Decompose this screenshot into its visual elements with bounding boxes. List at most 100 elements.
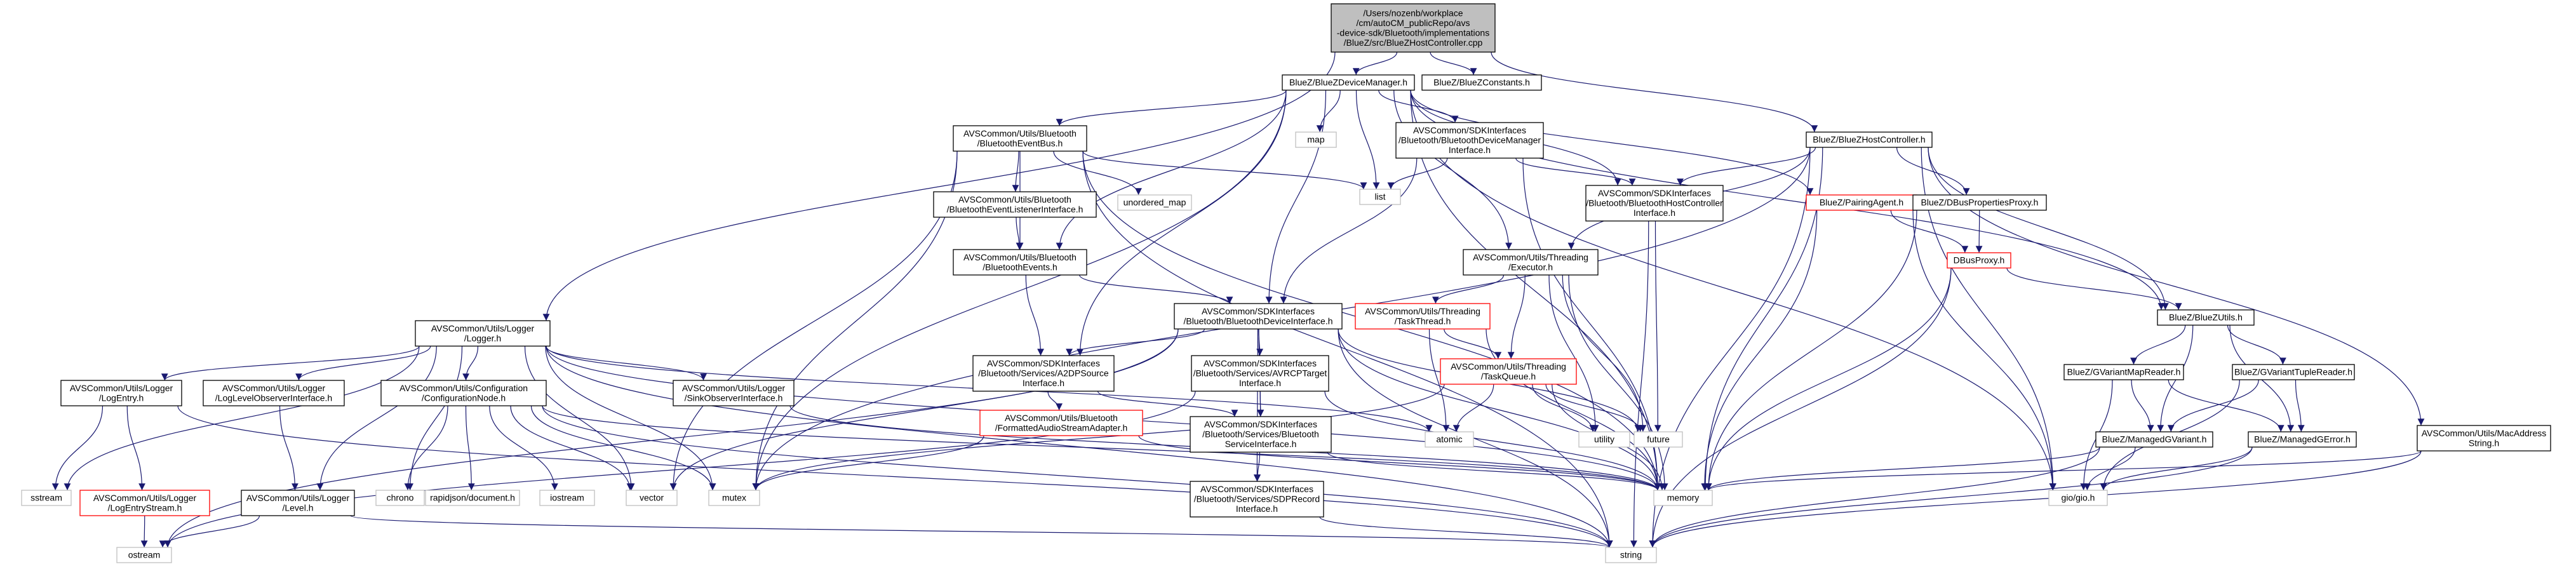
node-sdkbthostctrl[interactable]: AVSCommon/SDKInterfaces/Bluetooth/Blueto…: [1585, 185, 1724, 222]
node-label: /Bluetooth/Services/A2DPSource: [978, 368, 1109, 378]
node-dbuspropsproxy[interactable]: BlueZ/DBusPropertiesProxy.h: [1912, 194, 2047, 211]
node-fmtaudio[interactable]: AVSCommon/Utils/Bluetooth/FormattedAudio…: [979, 410, 1143, 436]
edge-sdkbtdevice-to-sdprecord: [1253, 328, 1261, 482]
node-label: /Bluetooth/BluetoothHostController: [1586, 198, 1723, 208]
node-label: AVSCommon/Utils/Bluetooth: [963, 128, 1077, 138]
edge-logger-to-sinkobs: [545, 345, 707, 381]
node-label: /ConfigurationNode.h: [422, 392, 506, 403]
node-root[interactable]: /Users/nozenb/workplace/cm/autoCM_public…: [1331, 3, 1496, 53]
edge-fmtaudio-to-mutex: [752, 435, 984, 491]
node-btsvc[interactable]: AVSCommon/SDKInterfaces/Bluetooth/Servic…: [1190, 416, 1332, 453]
node-chrono[interactable]: chrono: [375, 490, 425, 506]
node-map[interactable]: map: [1295, 131, 1337, 148]
node-btevtbus[interactable]: AVSCommon/Utils/Bluetooth/BluetoothEvent…: [953, 125, 1087, 152]
node-dbusproxy[interactable]: DBusProxy.h: [1947, 252, 2011, 269]
node-atomic[interactable]: atomic: [1425, 431, 1474, 448]
edge-root-to-bluezconstants: [1430, 51, 1477, 76]
node-btevtlistener[interactable]: AVSCommon/Utils/Bluetooth/BluetoothEvent…: [933, 191, 1097, 218]
node-label: chrono: [387, 493, 414, 503]
node-vector[interactable]: vector: [626, 490, 678, 506]
node-bluezconstants[interactable]: BlueZ/BlueZConstants.h: [1421, 74, 1542, 91]
node-future[interactable]: future: [1633, 431, 1683, 448]
node-label: AVSCommon/SDKInterfaces: [1204, 419, 1317, 429]
edge-macaddress-to-memory: [1705, 450, 2422, 491]
node-executor[interactable]: AVSCommon/Utils/Threading/Executor.h: [1463, 249, 1599, 276]
node-sdkbtdevmgr[interactable]: AVSCommon/SDKInterfaces/Bluetooth/Blueto…: [1395, 122, 1544, 159]
node-string[interactable]: string: [1605, 547, 1657, 563]
node-gvarianttuplereader[interactable]: BlueZ/GVariantTupleReader.h: [2232, 364, 2355, 380]
node-giogio[interactable]: gio/gio.h: [2048, 490, 2108, 506]
node-sinkobs[interactable]: AVSCommon/Utils/Logger/SinkObserverInter…: [673, 380, 795, 406]
node-btevents[interactable]: AVSCommon/Utils/Bluetooth/BluetoothEvent…: [953, 249, 1087, 276]
node-ostream[interactable]: ostream: [116, 547, 172, 563]
node-mutex[interactable]: mutex: [708, 490, 760, 506]
node-label: future: [1647, 434, 1670, 445]
edge-btevents-to-a2dpsource: [1025, 274, 1044, 356]
node-unorderedmap[interactable]: unordered_map: [1117, 194, 1192, 211]
node-taskthread[interactable]: AVSCommon/Utils/Threading/TaskThread.h: [1355, 303, 1491, 330]
node-box: [1191, 355, 1329, 392]
edge-macaddress-to-string: [1649, 450, 2422, 548]
edge-logger-to-logentry: [161, 345, 420, 381]
nodes-layer: /Users/nozenb/workplace/cm/autoCM_public…: [21, 3, 2551, 563]
node-label: AVSCommon/Utils/Logger: [70, 383, 173, 393]
edge-gvariantmapreader-to-managedgerror: [2168, 379, 2284, 432]
edge-bluezhostcontroller-to-dbuspropsproxy: [1896, 147, 1970, 196]
edge-executor-to-utility: [1548, 274, 1599, 432]
edge-confignode-to-mutex: [530, 405, 716, 491]
edge-root-to-logger: [542, 51, 1336, 321]
node-label: AVSCommon/SDKInterfaces: [1200, 484, 1313, 494]
edge-bluezhostcontroller-to-bluezutils: [1928, 147, 2169, 311]
node-managedgerror[interactable]: BlueZ/ManagedGError.h: [2248, 431, 2357, 448]
node-confignode[interactable]: AVSCommon/Utils/Configuration/Configurat…: [380, 380, 547, 406]
node-sdkbtdevice[interactable]: AVSCommon/SDKInterfaces/Bluetooth/Blueto…: [1174, 303, 1343, 330]
node-loglevelobs[interactable]: AVSCommon/Utils/Logger/LogLevelObserverI…: [203, 380, 345, 406]
node-sstream[interactable]: sstream: [21, 490, 72, 506]
node-avrcptarget[interactable]: AVSCommon/SDKInterfaces/Bluetooth/Servic…: [1191, 355, 1329, 392]
node-bluezhostcontroller[interactable]: BlueZ/BlueZHostController.h: [1806, 131, 1933, 148]
node-memory[interactable]: memory: [1653, 490, 1713, 506]
node-box: [1331, 3, 1496, 53]
node-iostream[interactable]: iostream: [539, 490, 595, 506]
node-box: [1463, 249, 1599, 276]
node-logentrystream[interactable]: AVSCommon/Utils/Logger/LogEntryStream.h: [79, 490, 210, 516]
node-box: [60, 380, 182, 406]
node-box: [1190, 481, 1324, 518]
node-box: [2063, 364, 2184, 380]
node-label: /BlueZ/src/BlueZHostController.cpp: [1344, 37, 1483, 48]
edge-btevtlistener-to-btevents: [1016, 217, 1023, 250]
node-sdprecord[interactable]: AVSCommon/SDKInterfaces/Bluetooth/Servic…: [1190, 481, 1324, 518]
edge-dbusproxy-to-memory: [1705, 267, 1952, 491]
node-bluezdevicemanager[interactable]: BlueZ/BlueZDeviceManager.h: [1282, 74, 1415, 91]
node-label: /TaskThread.h: [1395, 316, 1451, 326]
edge-bluezhostcontroller-to-string: [1649, 147, 1811, 548]
node-box: [1355, 303, 1491, 330]
edge-a2dpsource-to-btsvc: [1097, 391, 1238, 417]
node-logentry[interactable]: AVSCommon/Utils/Logger/LogEntry.h: [60, 380, 182, 406]
node-label: /Logger.h: [464, 333, 501, 343]
node-pairingagent[interactable]: BlueZ/PairingAgent.h: [1806, 194, 1917, 211]
node-label: BlueZ/ManagedGError.h: [2254, 434, 2351, 445]
node-a2dpsource[interactable]: AVSCommon/SDKInterfaces/Bluetooth/Servic…: [972, 355, 1115, 392]
node-box: [2095, 431, 2213, 448]
node-box: [953, 249, 1087, 276]
edge-btevtbus-to-btevtlistener: [1012, 151, 1019, 192]
node-label: AVSCommon/SDKInterfaces: [1202, 306, 1315, 316]
node-label: /BluetoothEvents.h: [983, 262, 1057, 272]
node-label: iostream: [550, 493, 584, 503]
node-label: /Users/nozenb/workplace: [1363, 8, 1463, 18]
node-managedgvariant[interactable]: BlueZ/ManagedGVariant.h: [2095, 431, 2213, 448]
node-utility[interactable]: utility: [1578, 431, 1630, 448]
node-box: [116, 547, 172, 563]
node-logger[interactable]: AVSCommon/Utils/Logger/Logger.h: [415, 320, 551, 347]
node-bluezutils[interactable]: BlueZ/BlueZUtils.h: [2157, 309, 2255, 326]
node-rapidjson[interactable]: rapidjson/document.h: [425, 490, 520, 506]
edge-logentry-to-logentrystream: [126, 405, 145, 491]
node-box: [1633, 431, 1683, 448]
node-taskqueue[interactable]: AVSCommon/Utils/Threading/TaskQueue.h: [1440, 358, 1577, 385]
node-level[interactable]: AVSCommon/Utils/Logger/Level.h: [241, 490, 355, 516]
node-list[interactable]: list: [1359, 189, 1401, 205]
node-box: [1653, 490, 1713, 506]
node-gvariantmapreader[interactable]: BlueZ/GVariantMapReader.h: [2063, 364, 2184, 380]
